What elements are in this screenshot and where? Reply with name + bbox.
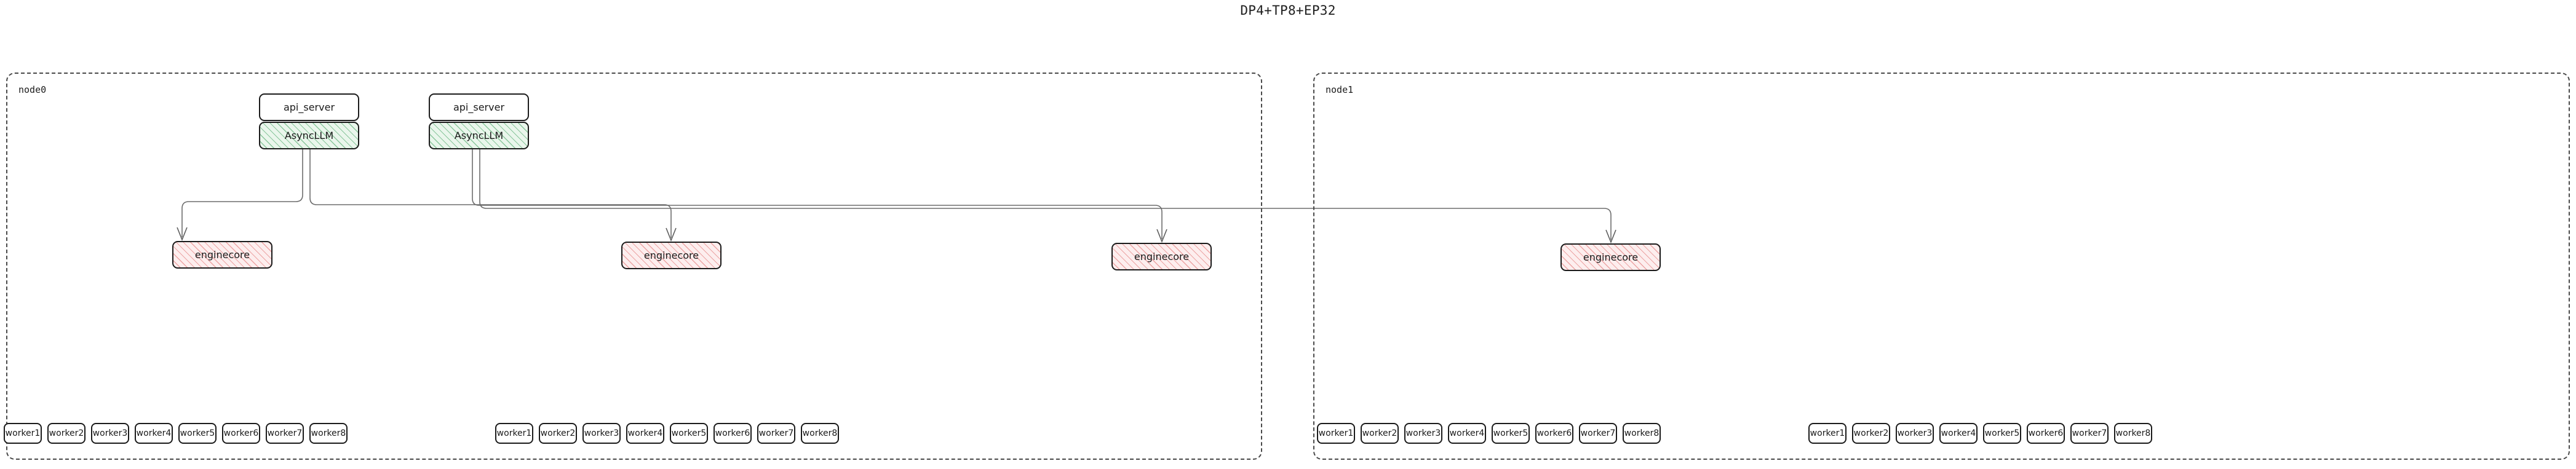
worker-0-0-6-label: worker7	[267, 428, 303, 438]
worker-1-1-3-label: worker4	[1941, 428, 1976, 438]
node-container-node0	[6, 73, 1262, 460]
enginecore-0-0[interactable]: enginecore	[172, 241, 272, 269]
worker-0-1-2[interactable]: worker3	[582, 423, 621, 444]
worker-1-0-0-label: worker1	[1318, 428, 1354, 438]
worker-1-1-7-label: worker8	[2115, 428, 2151, 438]
worker-0-1-7[interactable]: worker8	[801, 423, 839, 444]
worker-0-1-6-label: worker7	[758, 428, 794, 438]
worker-1-0-0[interactable]: worker1	[1317, 423, 1355, 444]
worker-1-0-7-label: worker8	[1624, 428, 1660, 438]
worker-1-0-2[interactable]: worker3	[1404, 423, 1442, 444]
worker-0-0-1[interactable]: worker2	[47, 423, 85, 444]
worker-0-0-5[interactable]: worker6	[222, 423, 260, 444]
api-server-0-1[interactable]: api_server	[429, 93, 529, 121]
worker-0-0-7[interactable]: worker8	[309, 423, 348, 444]
worker-0-0-3[interactable]: worker4	[135, 423, 173, 444]
worker-0-1-3-label: worker4	[627, 428, 663, 438]
worker-1-1-2[interactable]: worker3	[1896, 423, 1934, 444]
worker-1-1-0[interactable]: worker1	[1808, 423, 1847, 444]
worker-0-1-0[interactable]: worker1	[495, 423, 533, 444]
enginecore-0-1[interactable]: enginecore	[621, 242, 722, 269]
worker-0-0-2[interactable]: worker3	[91, 423, 129, 444]
asyncllm-0-1[interactable]: AsyncLLM	[429, 122, 529, 149]
worker-0-0-4-label: worker5	[180, 428, 215, 438]
worker-0-1-3[interactable]: worker4	[626, 423, 664, 444]
worker-0-1-1[interactable]: worker2	[539, 423, 577, 444]
worker-1-1-4-label: worker5	[1984, 428, 2020, 438]
worker-0-0-0[interactable]: worker1	[4, 423, 42, 444]
enginecore-1-1[interactable]: enginecore	[1560, 243, 1661, 271]
worker-0-1-4[interactable]: worker5	[670, 423, 708, 444]
api-server-0-1-label: api_server	[453, 101, 505, 113]
worker-0-1-6[interactable]: worker7	[757, 423, 795, 444]
worker-1-1-2-label: worker3	[1897, 428, 1933, 438]
worker-1-1-3[interactable]: worker4	[1939, 423, 1978, 444]
worker-1-0-7[interactable]: worker8	[1623, 423, 1661, 444]
enginecore-1-0[interactable]: enginecore	[1111, 243, 1212, 270]
worker-1-1-4[interactable]: worker5	[1983, 423, 2021, 444]
worker-1-1-6-label: worker7	[2072, 428, 2107, 438]
worker-1-0-2-label: worker3	[1405, 428, 1441, 438]
node-label-node1: node1	[1326, 84, 1354, 95]
worker-1-0-3[interactable]: worker4	[1448, 423, 1486, 444]
worker-1-0-6[interactable]: worker7	[1579, 423, 1617, 444]
worker-0-1-2-label: worker3	[584, 428, 619, 438]
worker-1-1-1[interactable]: worker2	[1852, 423, 1890, 444]
worker-1-0-4[interactable]: worker5	[1492, 423, 1530, 444]
node-label-node0: node0	[18, 84, 47, 95]
worker-0-0-3-label: worker4	[136, 428, 172, 438]
worker-0-0-0-label: worker1	[5, 428, 41, 438]
api-server-0-0-label: api_server	[283, 101, 335, 113]
enginecore-1-1-label: enginecore	[1583, 251, 1639, 263]
worker-0-1-1-label: worker2	[540, 428, 576, 438]
worker-0-0-6[interactable]: worker7	[266, 423, 304, 444]
worker-0-0-2-label: worker3	[92, 428, 128, 438]
enginecore-0-0-label: enginecore	[194, 249, 250, 261]
worker-1-0-4-label: worker5	[1493, 428, 1529, 438]
worker-1-1-6[interactable]: worker7	[2070, 423, 2109, 444]
enginecore-0-1-label: enginecore	[643, 250, 699, 261]
enginecore-1-0-label: enginecore	[1134, 251, 1190, 262]
worker-1-1-7[interactable]: worker8	[2114, 423, 2152, 444]
worker-1-0-1[interactable]: worker2	[1361, 423, 1399, 444]
worker-1-1-5[interactable]: worker6	[2027, 423, 2065, 444]
api-server-0-0[interactable]: api_server	[259, 93, 359, 121]
worker-0-0-7-label: worker8	[311, 428, 346, 438]
worker-0-1-0-label: worker1	[496, 428, 532, 438]
worker-1-1-5-label: worker6	[2028, 428, 2064, 438]
node-container-node1	[1313, 73, 2570, 460]
worker-0-1-5[interactable]: worker6	[714, 423, 752, 444]
worker-0-0-4[interactable]: worker5	[178, 423, 217, 444]
worker-0-0-1-label: worker2	[49, 428, 84, 438]
worker-1-0-3-label: worker4	[1449, 428, 1485, 438]
diagram-title: DP4+TP8+EP32	[1240, 3, 1336, 18]
worker-1-0-1-label: worker2	[1362, 428, 1397, 438]
worker-1-0-5-label: worker6	[1536, 428, 1572, 438]
worker-1-1-0-label: worker1	[1810, 428, 1845, 438]
asyncllm-0-0-label: AsyncLLM	[284, 130, 334, 141]
asyncllm-0-0[interactable]: AsyncLLM	[259, 122, 359, 149]
worker-1-0-6-label: worker7	[1580, 428, 1616, 438]
worker-1-1-1-label: worker2	[1853, 428, 1889, 438]
worker-0-1-5-label: worker6	[715, 428, 750, 438]
worker-1-0-5[interactable]: worker6	[1535, 423, 1573, 444]
worker-0-1-7-label: worker8	[802, 428, 838, 438]
worker-0-1-4-label: worker5	[671, 428, 707, 438]
asyncllm-0-1-label: AsyncLLM	[454, 130, 504, 141]
worker-0-0-5-label: worker6	[223, 428, 259, 438]
